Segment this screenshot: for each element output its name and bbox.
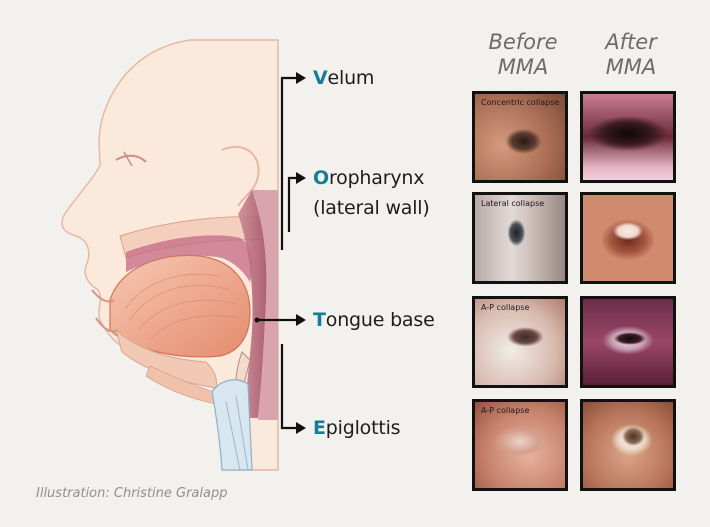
tongue-base-marker (255, 318, 260, 323)
label-oropharynx-subtitle: (lateral wall) (313, 197, 430, 219)
label-tongue-base-initial: T (313, 309, 326, 331)
column-header-before: Before MMA (468, 30, 578, 80)
endoscopy-before-ap-2: A-P collapse (472, 399, 568, 491)
column-header-before-line2: MMA (468, 55, 578, 80)
endoscopy-after-concentric (580, 91, 676, 183)
endoscopy-after-ap-2 (580, 399, 676, 491)
arrowheads (296, 72, 306, 434)
endoscopy-before-ap-1: A-P collapse (472, 296, 568, 388)
caption-row-2: Lateral collapse (481, 199, 544, 208)
label-oropharynx-initial: O (313, 167, 329, 189)
label-tongue-base-rest: ongue base (326, 309, 435, 331)
endoscopy-before-lateral: Lateral collapse (472, 192, 568, 284)
illustration-credit: Illustration: Christine Gralapp (36, 486, 227, 501)
label-velum-initial: V (313, 67, 328, 89)
label-epiglottis: Epiglottis (313, 417, 400, 439)
endoscopy-after-ap-1 (580, 296, 676, 388)
caption-row-1: Concentric collapse (481, 98, 559, 107)
label-tongue-base: Tongue base (313, 309, 435, 331)
label-epiglottis-rest: piglottis (326, 417, 401, 439)
label-velum: Velum (313, 67, 374, 89)
column-header-after-line1: After (576, 30, 686, 55)
head-anatomy-illustration (0, 0, 470, 527)
endoscopy-before-concentric: Concentric collapse (472, 91, 568, 183)
caption-row-4: A-P collapse (481, 406, 529, 415)
label-oropharynx-rest: ropharynx (329, 167, 424, 189)
label-oropharynx: Oropharynx (313, 167, 424, 189)
caption-row-3: A-P collapse (481, 303, 529, 312)
endoscopy-after-lateral (580, 192, 676, 284)
column-header-before-line1: Before (468, 30, 578, 55)
column-header-after-line2: MMA (576, 55, 686, 80)
label-velum-rest: elum (328, 67, 375, 89)
label-epiglottis-initial: E (313, 417, 326, 439)
column-header-after: After MMA (576, 30, 686, 80)
